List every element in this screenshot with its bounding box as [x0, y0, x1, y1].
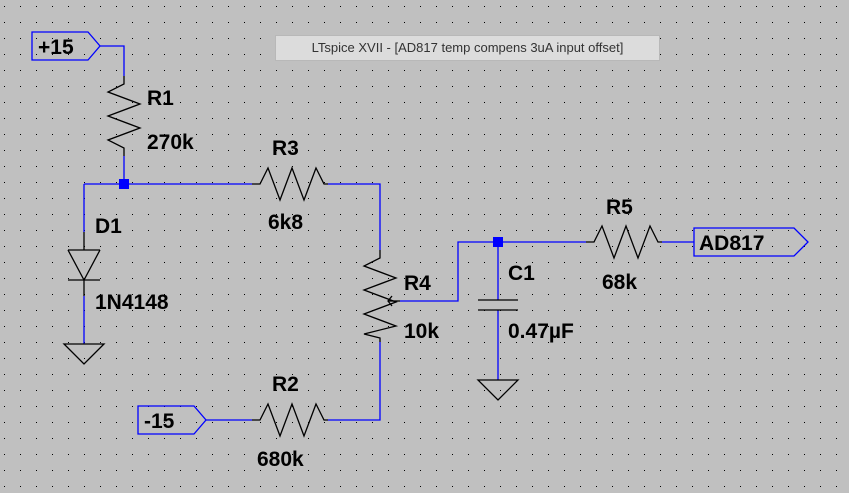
junction-dot[interactable]: [119, 179, 129, 189]
wire-r4-to-r2[interactable]: [328, 342, 381, 421]
r5-ref: R5: [606, 196, 633, 219]
port-vpos-flag[interactable]: [31, 31, 101, 61]
c1-ref: C1: [508, 262, 535, 285]
junction-dot[interactable]: [493, 237, 503, 247]
r2-value: 680k: [257, 448, 304, 471]
diode-d1[interactable]: D1 1N4148: [67, 215, 169, 314]
port-vneg-label: -15: [144, 410, 175, 433]
ground-symbol[interactable]: [62, 343, 106, 365]
r4-value: 10k: [404, 320, 439, 343]
r5-value: 68k: [602, 271, 637, 294]
potentiometer-r4[interactable]: R4 10k: [362, 250, 439, 343]
capacitor-c1[interactable]: C1 0.47µF: [478, 262, 574, 343]
r1-ref: R1: [147, 87, 174, 110]
port-vneg[interactable]: -15: [137, 405, 207, 435]
r3-value: 6k8: [268, 211, 303, 234]
resistor-r1[interactable]: R1 270k: [106, 76, 194, 156]
r1-value: 270k: [147, 131, 194, 154]
c1-value: 0.47µF: [508, 320, 574, 343]
resistor-r3[interactable]: R3 6k8: [252, 137, 328, 234]
port-out-flag[interactable]: [693, 227, 809, 257]
port-vneg-flag[interactable]: [137, 405, 207, 435]
wires: [83, 45, 694, 421]
d1-ref: D1: [95, 215, 122, 238]
r3-ref: R3: [272, 137, 299, 160]
port-vpos[interactable]: +15: [31, 31, 101, 61]
port-out-label: AD817: [699, 232, 764, 255]
wire-r3-to-r4[interactable]: [328, 183, 381, 250]
port-out[interactable]: AD817: [693, 227, 809, 257]
port-vpos-label: +15: [38, 36, 74, 59]
resistor-r5[interactable]: R5 68k: [586, 196, 662, 294]
window-title-tooltip: LTspice XVII - [AD817 temp compens 3uA i…: [275, 35, 660, 61]
r4-ref: R4: [404, 272, 431, 295]
ground-symbol[interactable]: [476, 379, 520, 401]
r2-ref: R2: [272, 373, 299, 396]
wire-vpos-to-r1[interactable]: [100, 45, 125, 76]
resistor-r2[interactable]: R2 680k: [252, 373, 328, 471]
wire-wiper-to-node[interactable]: [400, 241, 586, 302]
d1-value: 1N4148: [95, 291, 169, 314]
